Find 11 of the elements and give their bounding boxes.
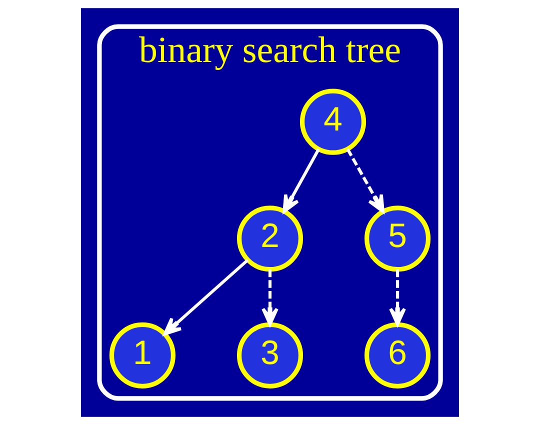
node-circle: 2 xyxy=(236,206,304,272)
node-circle: 4 xyxy=(300,88,366,155)
arrow xyxy=(282,148,320,213)
node-circle: 3 xyxy=(236,322,304,388)
arrow xyxy=(346,148,384,213)
node-circle: 1 xyxy=(109,322,176,388)
node-circle: 5 xyxy=(364,206,431,272)
arrow xyxy=(163,258,249,336)
arrow xyxy=(262,269,278,326)
arrow xyxy=(389,269,406,326)
node-circle: 6 xyxy=(364,322,431,388)
